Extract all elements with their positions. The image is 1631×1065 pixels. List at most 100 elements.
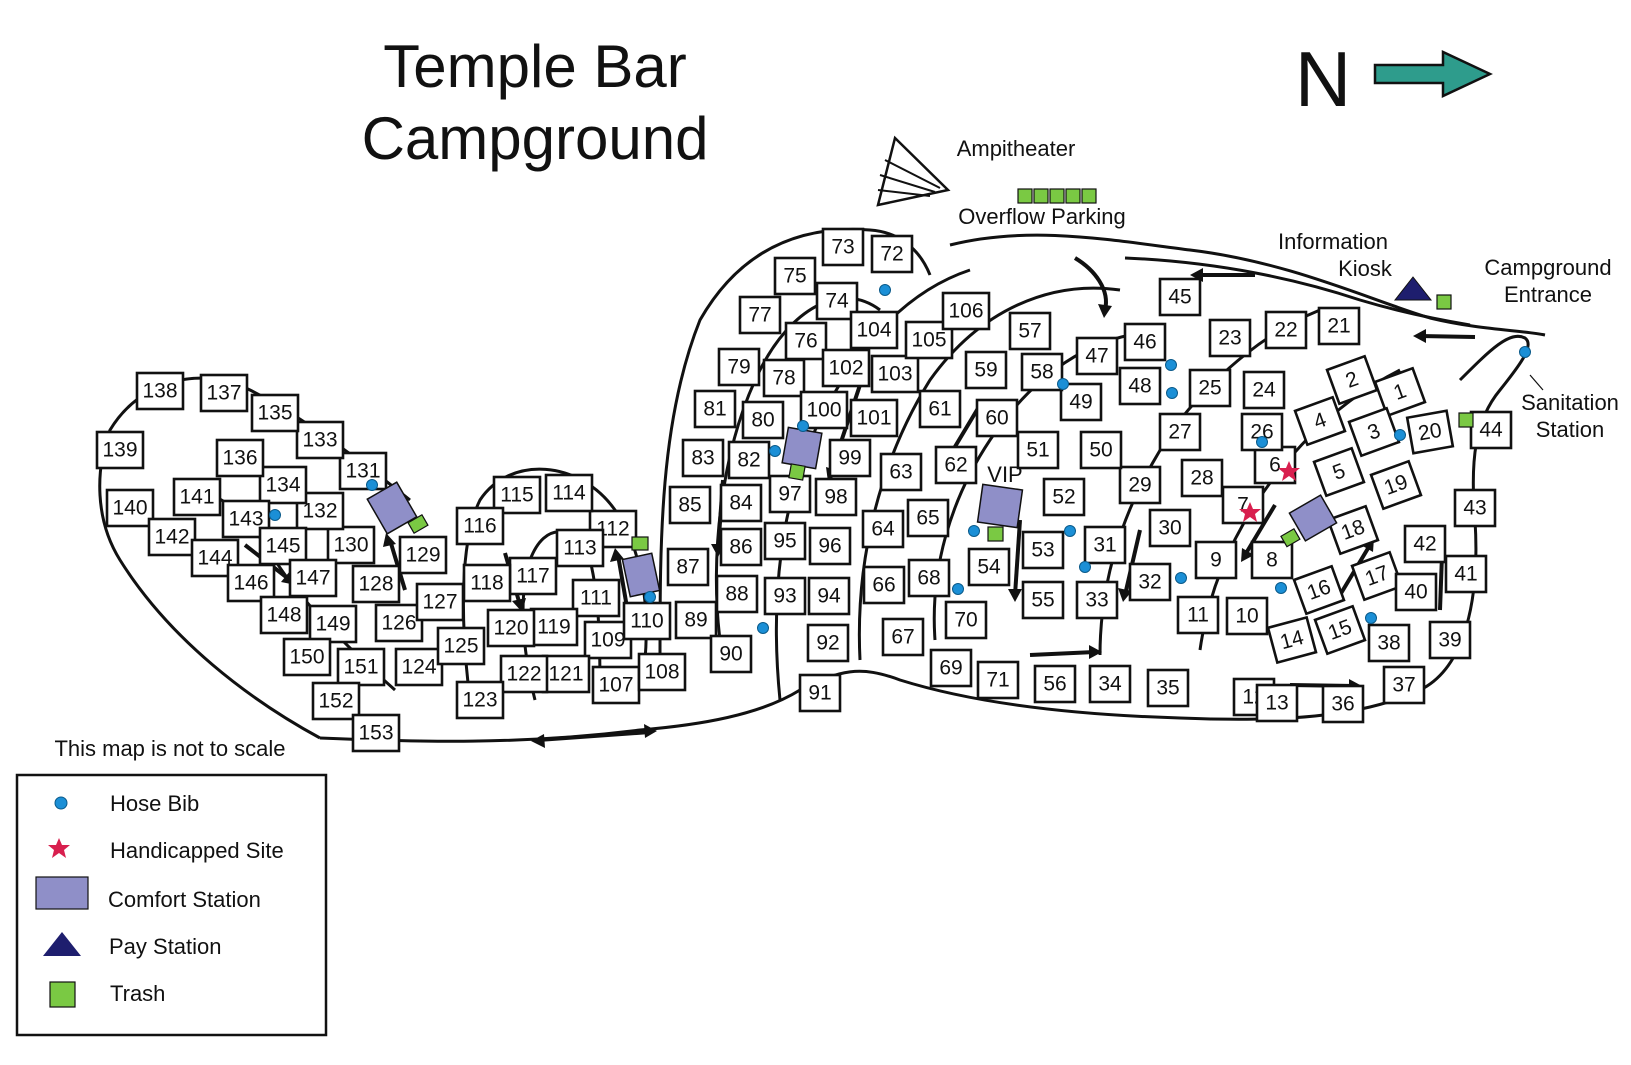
campsite-pad — [1394, 572, 1438, 612]
campsite-pad — [934, 445, 978, 485]
campsite-pad — [529, 607, 579, 647]
campsite-pad — [499, 654, 549, 694]
campsite: 134 — [258, 465, 308, 505]
comfort-station-icon — [976, 483, 1024, 529]
campsite-number: 97 — [778, 483, 801, 506]
main-road-top-inner — [1124, 256, 1471, 327]
campsite-number: 133 — [302, 429, 337, 452]
campsite: 120 — [486, 608, 536, 648]
campsite: 52 — [1042, 477, 1086, 517]
campsite: 87 — [666, 547, 710, 587]
campsite-pad — [1083, 525, 1127, 565]
campsite-pad — [288, 558, 338, 598]
campsite-pad — [719, 527, 763, 567]
campsite: 79 — [717, 347, 761, 387]
campsite: 47 — [1075, 336, 1119, 376]
campsite: 136 — [215, 438, 265, 478]
campsite-number: 23 — [1218, 327, 1241, 350]
campsite-number: 119 — [537, 616, 570, 639]
campsite-number: 144 — [197, 547, 232, 570]
campsite: 119 — [529, 607, 579, 647]
hose-bib-icon — [1394, 429, 1406, 441]
pay-station-icon — [1393, 276, 1433, 301]
campsite: 95 — [763, 521, 807, 561]
campsite-number: 61 — [928, 398, 951, 421]
campsite-pad — [1021, 580, 1065, 620]
campsite: 61 — [918, 389, 962, 429]
campsite: 104 — [849, 310, 899, 350]
hose-bib-icon — [1256, 436, 1268, 448]
campsite-number: 116 — [463, 515, 496, 538]
campsite-number: 125 — [443, 635, 478, 658]
campsite: 84 — [719, 483, 763, 523]
campsite-pad — [668, 485, 712, 525]
campsite-number: 122 — [506, 663, 541, 686]
comfort-station-icon — [621, 552, 661, 598]
campsite: 18 — [1326, 504, 1380, 556]
legend-hose-bib: Hose Bib — [110, 791, 199, 816]
hose-bib-icon — [1079, 561, 1091, 573]
campsite-pad — [964, 350, 1008, 390]
campsite: 69 — [929, 648, 973, 688]
campsite-number: 100 — [806, 399, 841, 422]
campsite-number: 89 — [684, 609, 707, 632]
campsite-pad — [1225, 596, 1269, 636]
campsite-pad — [870, 354, 920, 394]
campsite-number: 105 — [911, 329, 946, 352]
campsite: 152 — [311, 681, 361, 721]
hose-bib-icon — [269, 509, 281, 521]
campsite-number: 96 — [818, 535, 841, 558]
campsite: 32 — [1128, 562, 1172, 602]
campsite-number: 118 — [470, 572, 503, 595]
campsite: 33 — [1075, 580, 1119, 620]
overflow-parking-label: Overflow Parking — [958, 204, 1126, 229]
campsite-number: 49 — [1069, 391, 1092, 414]
campsite: 70 — [944, 600, 988, 640]
campsite-number: 150 — [289, 646, 324, 669]
campsite: 92 — [806, 623, 850, 663]
campsite-number: 22 — [1274, 319, 1297, 342]
campsite-pad — [1326, 504, 1380, 556]
campsite-pad — [821, 348, 871, 388]
campsite-pad — [1313, 604, 1367, 656]
campsite-pad — [250, 393, 300, 433]
campsite: 8 — [1250, 540, 1294, 580]
campsite: 88 — [715, 574, 759, 614]
campsite: 49 — [1059, 382, 1103, 422]
campsite: 122 — [499, 654, 549, 694]
hose-bib-icon — [757, 622, 769, 634]
campsite-number: 62 — [944, 454, 967, 477]
campsite-pad — [1123, 322, 1167, 362]
campsite: 149 — [308, 604, 358, 644]
campsite-number: 112 — [596, 518, 629, 541]
campsite-pad — [674, 600, 718, 640]
campsite-number: 68 — [917, 567, 940, 590]
trash-icon — [788, 463, 806, 481]
campsite-number: 126 — [381, 612, 416, 635]
campsite: 62 — [934, 445, 978, 485]
campsite: 110 — [622, 601, 672, 641]
campsite-pad — [709, 634, 753, 674]
campsite-pad — [798, 673, 842, 713]
campsite-pad — [1444, 554, 1488, 594]
campsite-number: 67 — [891, 626, 914, 649]
campsite-number: 145 — [265, 535, 300, 558]
campsite-pad — [1255, 683, 1299, 723]
campsite: 59 — [964, 350, 1008, 390]
campsite-pad — [398, 535, 448, 575]
campsite-pad — [338, 451, 388, 491]
campsite: 51 — [1016, 430, 1060, 470]
campsite: 35 — [1146, 668, 1190, 708]
campsite: 153 — [351, 713, 401, 753]
campsite-pad — [258, 465, 308, 505]
campsite: 141 — [172, 477, 222, 517]
hose-bib-icon — [366, 479, 378, 491]
campsite: 117 — [508, 556, 558, 596]
campsite-pad — [455, 680, 505, 720]
campsite: 65 — [906, 498, 950, 538]
campsite: 7 — [1221, 485, 1265, 525]
campsite-pad — [1347, 406, 1401, 458]
campsite-number: 75 — [783, 265, 806, 288]
campsite-number: 86 — [729, 536, 752, 559]
